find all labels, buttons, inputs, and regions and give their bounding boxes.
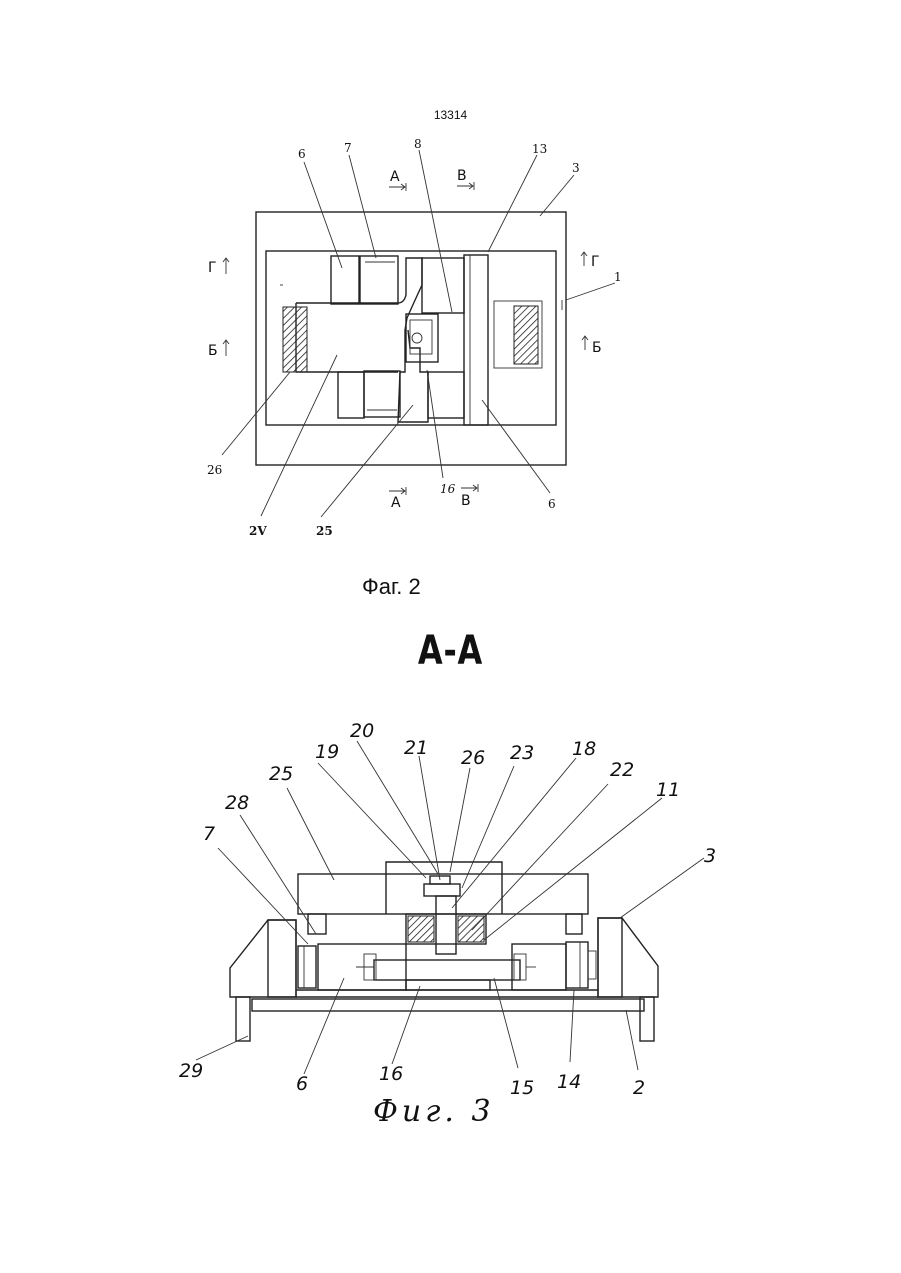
fig3-label-20: 20: [350, 720, 374, 742]
fig2-label-8: 8: [414, 137, 422, 151]
fig3-label-7: 7: [203, 823, 215, 845]
section-mark-b-right: Б: [592, 340, 602, 356]
figure-3-drawing: [196, 741, 704, 1074]
fig2-label-6-bottom: 6: [548, 497, 556, 511]
fig3-label-15: 15: [510, 1077, 534, 1099]
fig3-label-2: 2: [633, 1077, 645, 1099]
fig3-label-11: 11: [656, 779, 680, 801]
fig3-label-14: 14: [557, 1071, 581, 1093]
figure-2-caption: Фаг. 2: [362, 574, 421, 600]
figure-2-drawing: [222, 150, 615, 517]
fig2-label-26: 26: [207, 463, 222, 477]
fig3-label-23: 23: [510, 742, 534, 764]
fig3-label-3: 3: [704, 845, 716, 867]
fig3-label-16: 16: [379, 1063, 403, 1085]
fig3-label-18: 18: [572, 738, 596, 760]
fig3-label-25: 25: [269, 763, 293, 785]
fig2-label-6-top: 6: [298, 147, 306, 161]
fig3-label-28: 28: [225, 792, 249, 814]
fig3-label-26: 26: [461, 747, 485, 769]
fig3-label-6: 6: [296, 1073, 308, 1095]
section-title: А-А: [90, 628, 811, 674]
figure-3-caption: Фиг. 3: [373, 1094, 495, 1129]
section-mark-g-right: Г: [591, 254, 600, 270]
fig3-label-22: 22: [610, 759, 634, 781]
fig2-label-2v: 2V: [249, 524, 267, 538]
fig2-label-16: 16: [440, 482, 456, 496]
section-mark-a-bottom: A: [391, 495, 401, 511]
fig2-label-3: 3: [572, 161, 580, 175]
fig2-label-7: 7: [344, 141, 352, 155]
fig2-label-13: 13: [532, 142, 547, 156]
section-mark-b-top: B: [457, 168, 467, 184]
section-mark-g-left: Г: [208, 260, 217, 276]
fig3-label-21: 21: [404, 737, 428, 759]
section-mark-b-bottom: B: [461, 493, 471, 509]
fig2-label-25: 25: [316, 524, 333, 538]
fig3-label-19: 19: [315, 741, 339, 763]
fig3-label-29: 29: [179, 1060, 203, 1082]
section-mark-a-top: A: [390, 169, 400, 185]
section-mark-b-left: Б: [208, 343, 218, 359]
fig2-label-1: 1: [614, 270, 622, 284]
